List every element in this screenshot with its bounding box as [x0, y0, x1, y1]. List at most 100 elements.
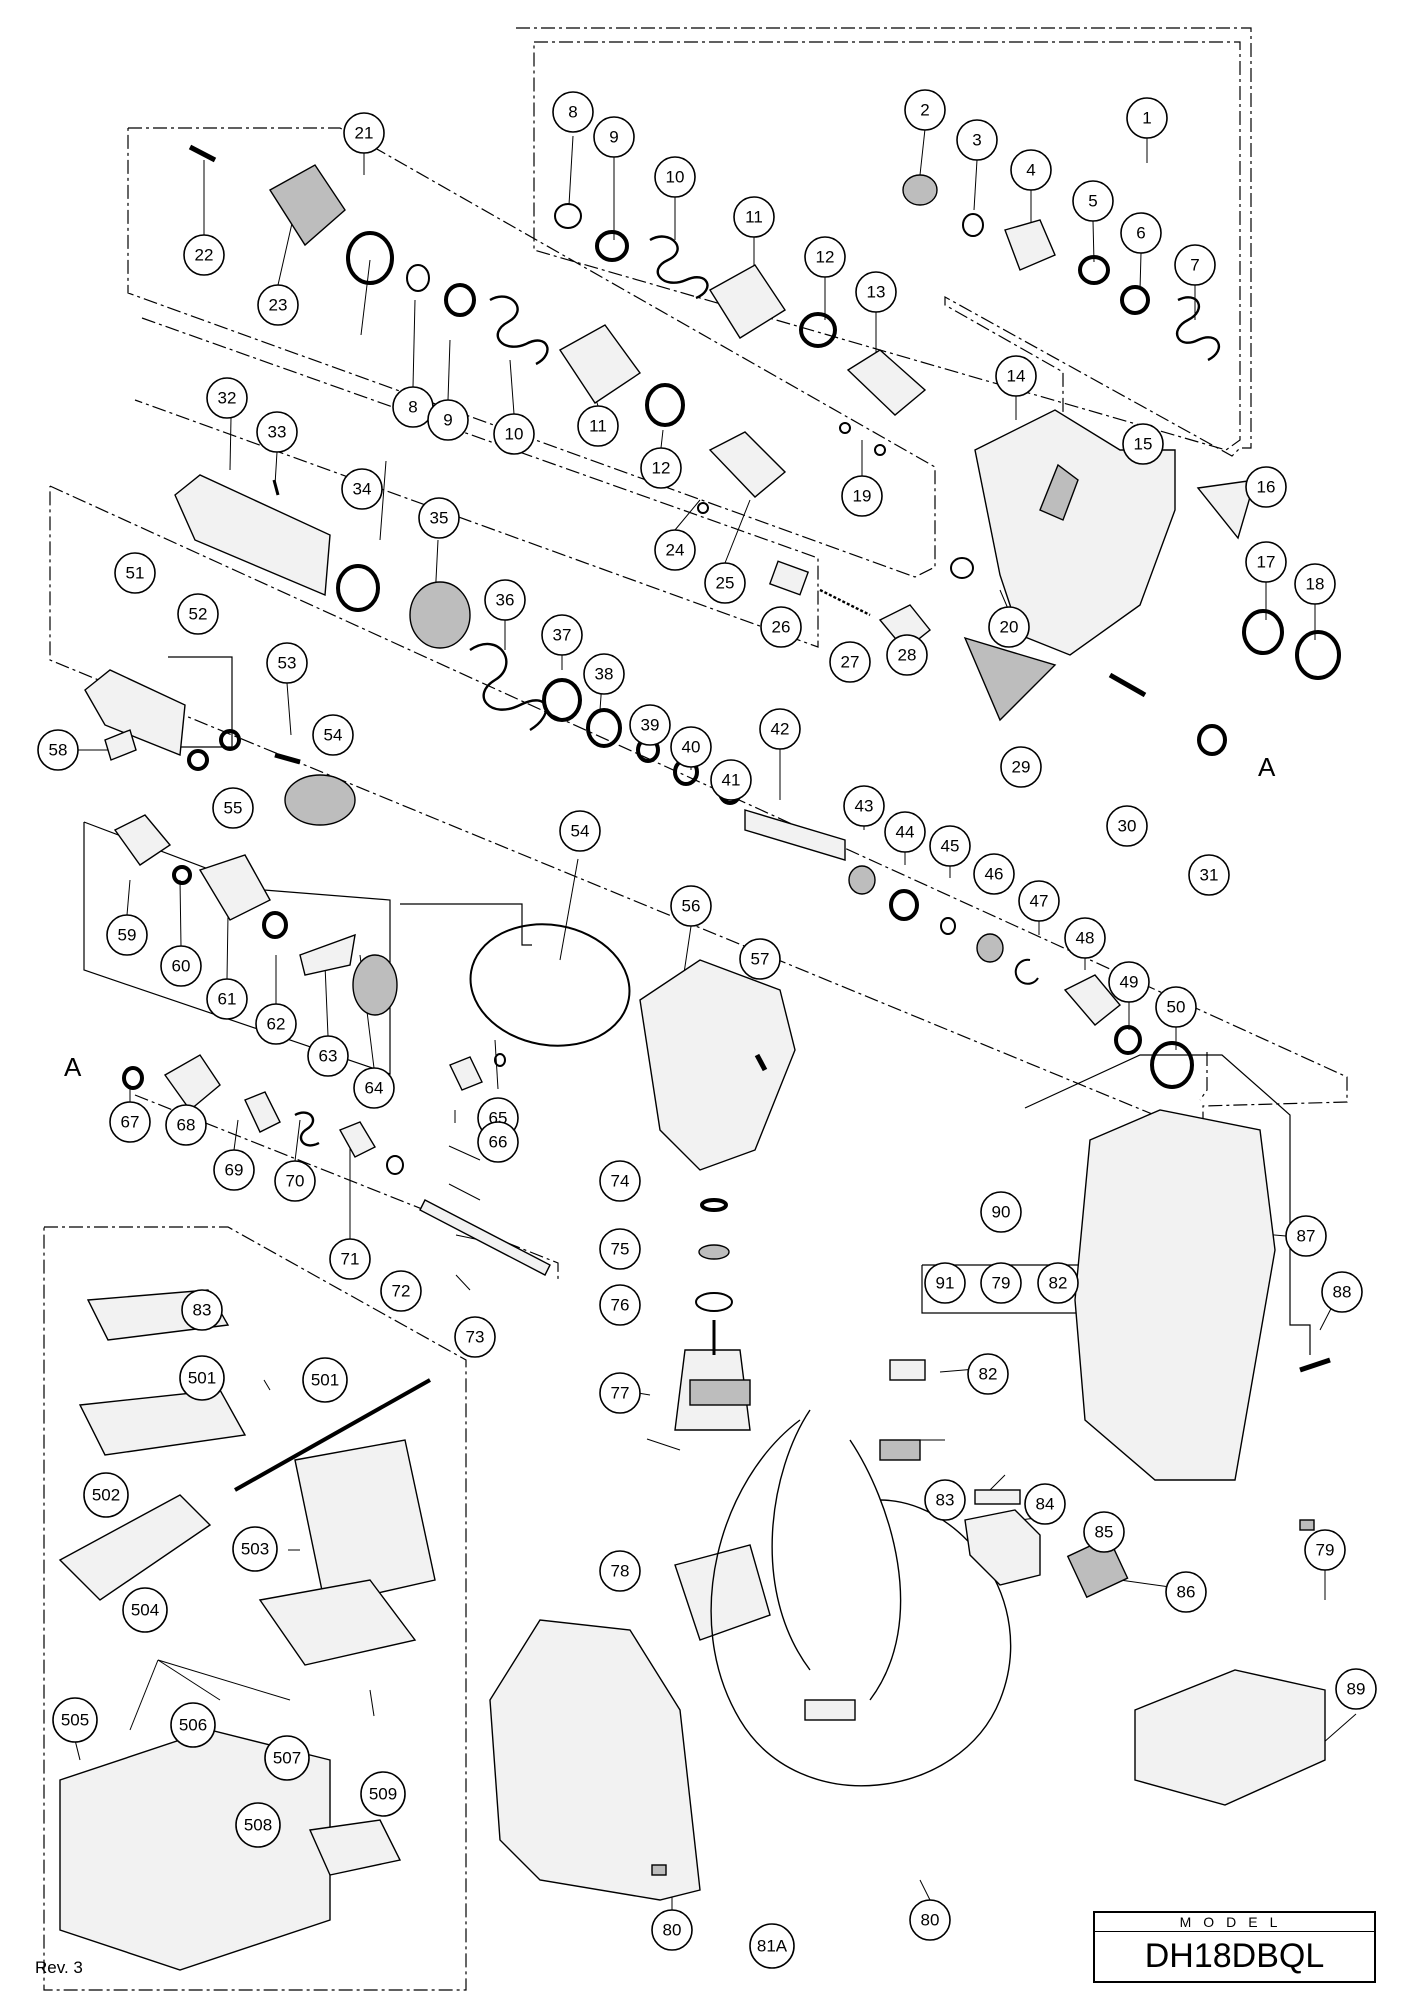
- callout-number: 501: [311, 1371, 339, 1390]
- callout-80: 80: [651, 1909, 693, 1951]
- callout-number: 37: [553, 626, 572, 645]
- front-housing: [974, 409, 1176, 656]
- callout-circle: [122, 1587, 168, 1633]
- callout-number: 66: [489, 1133, 508, 1152]
- charger-2: [78, 1389, 247, 1456]
- callout-number: 91: [936, 1274, 955, 1293]
- callout-circle: [909, 1899, 951, 1941]
- callout-number: 6: [1136, 224, 1145, 243]
- callout-22: 22: [183, 234, 225, 276]
- callout-number: 42: [771, 720, 790, 739]
- callout-circle: [1108, 961, 1150, 1003]
- callout-circle: [654, 529, 696, 571]
- callout-circle: [83, 1472, 129, 1518]
- callout-507: 507: [264, 1735, 310, 1781]
- callout-circle: [257, 284, 299, 326]
- callout-number: 12: [816, 248, 835, 267]
- callout-number: 77: [611, 1384, 630, 1403]
- callout-number: 23: [269, 296, 288, 315]
- callout-number: 2: [920, 101, 929, 120]
- callout-83: 83: [181, 1289, 223, 1331]
- callout-number: 53: [278, 654, 297, 673]
- callout-number: 48: [1076, 929, 1095, 948]
- callout-circle: [380, 1270, 422, 1312]
- callout-number: 75: [611, 1240, 630, 1259]
- callout-62: 62: [255, 1003, 297, 1045]
- callout-number: 54: [324, 726, 343, 745]
- callout-circle: [1037, 1262, 1079, 1304]
- callout-number: 504: [131, 1601, 159, 1620]
- callout-66: 66: [477, 1121, 519, 1163]
- callout-number: 61: [218, 990, 237, 1009]
- callout-number: 31: [1200, 866, 1219, 885]
- callout-number: 82: [1049, 1274, 1068, 1293]
- callout-54: 54: [559, 810, 601, 852]
- callout-number: 38: [595, 665, 614, 684]
- callout-circle: [52, 1697, 98, 1743]
- callout-44: 44: [884, 811, 926, 853]
- callout-number: 15: [1134, 435, 1153, 454]
- callout-50: 50: [1155, 986, 1197, 1028]
- callout-73: 73: [454, 1316, 496, 1358]
- callout-circle: [629, 704, 671, 746]
- callout-71: 71: [329, 1238, 371, 1280]
- callout-circle: [360, 1771, 406, 1817]
- callout-circle: [477, 1121, 519, 1163]
- callout-number: 21: [355, 124, 374, 143]
- callout-number: 8: [568, 103, 577, 122]
- callout-number: 88: [1333, 1283, 1352, 1302]
- callout-circle: [541, 614, 583, 656]
- callout-75: 75: [599, 1228, 641, 1270]
- callout-circle: [924, 1262, 966, 1304]
- callout-76: 76: [599, 1284, 641, 1326]
- callout-circle: [1122, 423, 1164, 465]
- callout-circle: [1245, 466, 1287, 508]
- callout-circle: [106, 914, 148, 956]
- callout-43: 43: [843, 785, 885, 827]
- callout-circle: [980, 1262, 1022, 1304]
- callout-circle: [1174, 244, 1216, 286]
- callout-circle: [454, 1316, 496, 1358]
- callout-circle: [654, 156, 696, 198]
- callout-number: 1: [1142, 109, 1151, 128]
- callout-1: 1: [1126, 97, 1168, 139]
- callout-3: 3: [956, 119, 998, 161]
- callout-bubbles: 1234567891011121314151617181920212223891…: [37, 89, 1377, 1969]
- callout-8: 8: [552, 91, 594, 133]
- insert: [258, 1579, 417, 1666]
- callout-number: 83: [193, 1301, 212, 1320]
- callout-number: 54: [571, 822, 590, 841]
- callout-circle: [212, 787, 254, 829]
- callout-15: 15: [1122, 423, 1164, 465]
- callout-circle: [213, 1149, 255, 1191]
- callout-circle: [593, 116, 635, 158]
- callout-circle: [109, 1101, 151, 1143]
- callout-circle: [599, 1550, 641, 1592]
- callout-circle: [256, 411, 298, 453]
- callout-number: 502: [92, 1486, 120, 1505]
- callout-circle: [749, 1923, 795, 1969]
- callout-34: 34: [341, 468, 383, 510]
- callout-circle: [670, 726, 712, 768]
- callout-number: 78: [611, 1562, 630, 1581]
- callout-number: 506: [179, 1716, 207, 1735]
- callout-number: 47: [1030, 892, 1049, 911]
- callout-circle: [760, 606, 802, 648]
- callout-86: 86: [1165, 1571, 1207, 1613]
- callout-29: 29: [1000, 746, 1042, 788]
- callout-10: 10: [654, 156, 696, 198]
- callout-39: 39: [629, 704, 671, 746]
- callout-10: 10: [493, 413, 535, 455]
- callout-number: 507: [273, 1749, 301, 1768]
- callout-41: 41: [710, 759, 752, 801]
- callout-circle: [1106, 805, 1148, 847]
- callout-circle: [855, 271, 897, 313]
- callout-circle: [843, 785, 885, 827]
- callout-circle: [841, 475, 883, 517]
- callout-circle: [206, 377, 248, 419]
- callout-circle: [1126, 97, 1168, 139]
- callout-circle: [739, 938, 781, 980]
- callout-number: 58: [49, 741, 68, 760]
- callout-12: 12: [640, 447, 682, 489]
- callout-number: 86: [1177, 1583, 1196, 1602]
